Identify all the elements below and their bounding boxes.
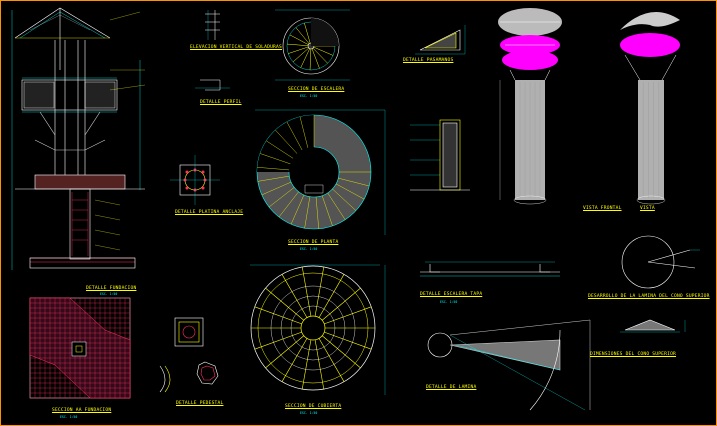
spoke-line	[332, 188, 357, 211]
spoke-line	[324, 331, 372, 350]
spoke-line	[275, 129, 298, 154]
tower-front-render	[498, 8, 562, 205]
spoke-line	[300, 48, 310, 68]
spoke-line	[257, 167, 290, 171]
spoke-line	[309, 48, 312, 70]
spoke-line	[288, 46, 309, 54]
spoke-line	[301, 339, 312, 390]
spoke-line	[318, 274, 345, 318]
plant-section-ring	[255, 109, 386, 235]
pedestal-detail	[159, 317, 219, 393]
spoke-line	[266, 140, 294, 159]
spoke-line	[304, 22, 311, 44]
roof-ring	[280, 295, 346, 361]
spoke-line	[265, 287, 305, 321]
scale-foundation: ESC. 1:50	[100, 292, 118, 296]
spoke-line	[290, 194, 305, 225]
door-elevation-detail	[410, 119, 470, 191]
roof-cover-section	[250, 264, 386, 395]
label-plant-section: SECCION DE PLANTA	[288, 240, 339, 245]
label-front-view: VISTA FRONTAL	[583, 206, 622, 211]
spoke-line	[257, 175, 290, 182]
spoke-line	[299, 116, 309, 148]
sheet-lamina-detail	[427, 319, 591, 411]
label-handrail-detail: DETALLE PASAMANOS	[403, 58, 454, 63]
spoke-line	[327, 192, 346, 220]
spoke-line	[289, 34, 309, 45]
spoke-line	[260, 153, 291, 165]
spoke-line	[286, 121, 303, 151]
spoke-line	[278, 191, 299, 218]
label-profile-detail: DETALLE PERFIL	[200, 100, 242, 105]
handrail-detail	[415, 25, 466, 55]
tower-side-render	[620, 12, 680, 205]
spoke-line	[321, 195, 333, 226]
label-foundation-detail: DETALLE FUNDACION	[86, 286, 137, 291]
spoke-line	[314, 339, 325, 390]
spoke-line	[315, 196, 319, 229]
label-section-aa: SECCION AA FUNDACION	[52, 408, 112, 413]
ladder-cap-detail	[420, 261, 560, 277]
scale-staircase: ESC. 1:50	[300, 94, 318, 98]
scale-ladder: ESC. 1:50	[440, 300, 458, 304]
spoke-line	[261, 181, 292, 196]
scale-plant: ESC. 1:50	[300, 247, 318, 251]
anchor-plate-detail	[170, 155, 220, 205]
scale-section-aa: ESC. 1:50	[60, 415, 78, 419]
spoke-line	[281, 274, 308, 318]
label-lamina-detail: DETALLE DE LAMINA	[426, 385, 477, 390]
scale-roof: ESC. 1:50	[300, 411, 318, 415]
spoke-line	[313, 46, 334, 56]
label-anchor-plate: DETALLE PLATINA ANCLAJE	[175, 210, 244, 215]
spoke-line	[314, 266, 325, 317]
spoke-line	[287, 43, 309, 47]
tower-section-drawing	[11, 7, 146, 270]
spoke-line	[254, 331, 302, 350]
spoke-line	[292, 47, 309, 63]
spoke-line	[321, 287, 361, 321]
foundation-section-aa	[29, 297, 131, 399]
spoke-line	[281, 338, 308, 382]
spoke-line	[295, 27, 310, 44]
spoke-line	[335, 183, 365, 200]
spoke-line	[318, 338, 345, 382]
spoke-line	[304, 196, 311, 229]
roof-ring	[270, 285, 356, 371]
spoke-line	[268, 187, 295, 208]
spoke-line	[311, 48, 320, 69]
label-pedestal-detail: DETALLE PEDESTAL	[176, 401, 224, 406]
label-elevation-solder: ELEVACION VERTICAL DE SOLADURAS	[190, 45, 282, 50]
label-ladder-detail: DETALLE ESCALERA TAPA	[420, 292, 483, 297]
solder-elevation-detail	[205, 10, 220, 40]
label-cone-development: DESARROLLO DE LA LAMINA DEL CONO SUPERIO…	[588, 294, 710, 299]
cone-dimensions	[620, 319, 686, 333]
spoke-line	[324, 306, 372, 325]
cone-development	[621, 235, 700, 289]
spoke-line	[321, 335, 361, 369]
profile-detail	[195, 79, 230, 91]
spoke-line	[312, 47, 328, 64]
label-cone-dimensions: DIMENSIONES DEL CONO SUPERIOR	[590, 352, 677, 357]
roof-ring	[290, 305, 336, 351]
spoke-line	[254, 306, 302, 325]
spoke-line	[301, 266, 312, 317]
label-roof-section: SECCION DE CUBIERTA	[285, 404, 342, 409]
staircase-section-plan	[275, 9, 350, 81]
spoke-line	[265, 335, 305, 369]
spoke-line	[338, 177, 370, 187]
label-staircase-section: SECCION DE ESCALERA	[288, 87, 345, 92]
label-side-view: VISTA	[640, 206, 655, 211]
